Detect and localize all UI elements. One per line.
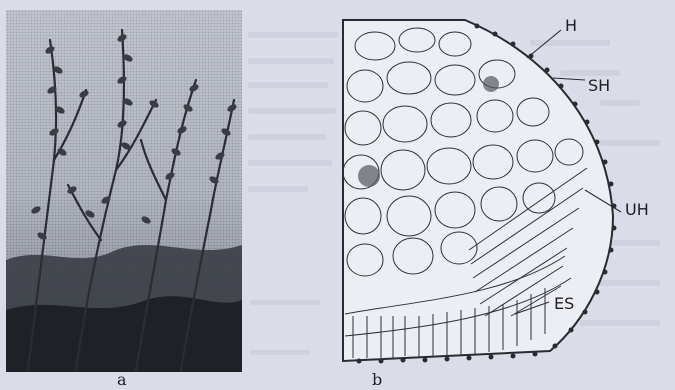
label-sh: SH xyxy=(588,78,610,94)
leaf-cross-section xyxy=(335,16,675,368)
leader-sh xyxy=(553,78,585,80)
panel-a-letter: a xyxy=(117,372,127,388)
label-h: H xyxy=(565,18,577,34)
plant-photograph xyxy=(6,10,242,372)
panel-b-letter: b xyxy=(372,372,382,388)
label-es: ES xyxy=(554,296,574,312)
leader-h xyxy=(527,30,561,58)
label-uh: UH xyxy=(625,202,649,218)
